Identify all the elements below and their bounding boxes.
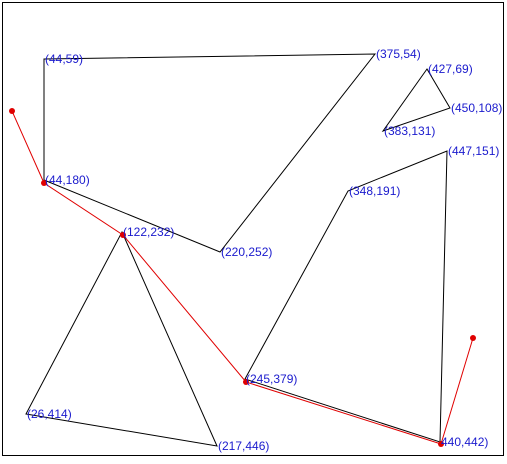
vertex-label: (44,59) <box>45 52 83 66</box>
vertex-label: 440,442) <box>441 435 488 449</box>
polygon-upper-left <box>43 53 377 253</box>
polygon-triangle-bottom-left <box>25 230 218 447</box>
vertex-label: (44,180) <box>45 173 90 187</box>
vertex-label: (26,414) <box>27 407 72 421</box>
path-point-4 <box>243 379 249 385</box>
red-path-layer <box>9 108 476 447</box>
path-point-1 <box>9 108 15 114</box>
path-point-2 <box>41 180 47 186</box>
path-point-3 <box>120 232 126 238</box>
vertex-label: (427,69) <box>428 62 473 76</box>
vertex-label: (383,131) <box>384 124 435 138</box>
vertex-label: (217,446) <box>218 439 269 453</box>
red-path-line <box>11 110 474 445</box>
path-point-5 <box>438 441 444 447</box>
polygon-right <box>244 150 448 443</box>
vertex-labels-layer: (44,59) (375,54) (427,69) (450,108) (383,131… <box>27 47 502 453</box>
vertex-label: (220,252) <box>221 245 272 259</box>
vertex-label: (348,191) <box>349 184 400 198</box>
vertex-label: (122,232) <box>123 225 174 239</box>
vertex-label: (447,151) <box>448 144 499 158</box>
vertex-label: (375,54) <box>376 47 421 61</box>
vertex-label: (245,379) <box>246 372 297 386</box>
polygons-layer <box>25 53 451 447</box>
diagram-frame <box>2 2 504 456</box>
polygon-triangle-top-right <box>381 68 451 132</box>
path-point-6 <box>470 335 476 341</box>
vertex-label: (450,108) <box>451 101 502 115</box>
